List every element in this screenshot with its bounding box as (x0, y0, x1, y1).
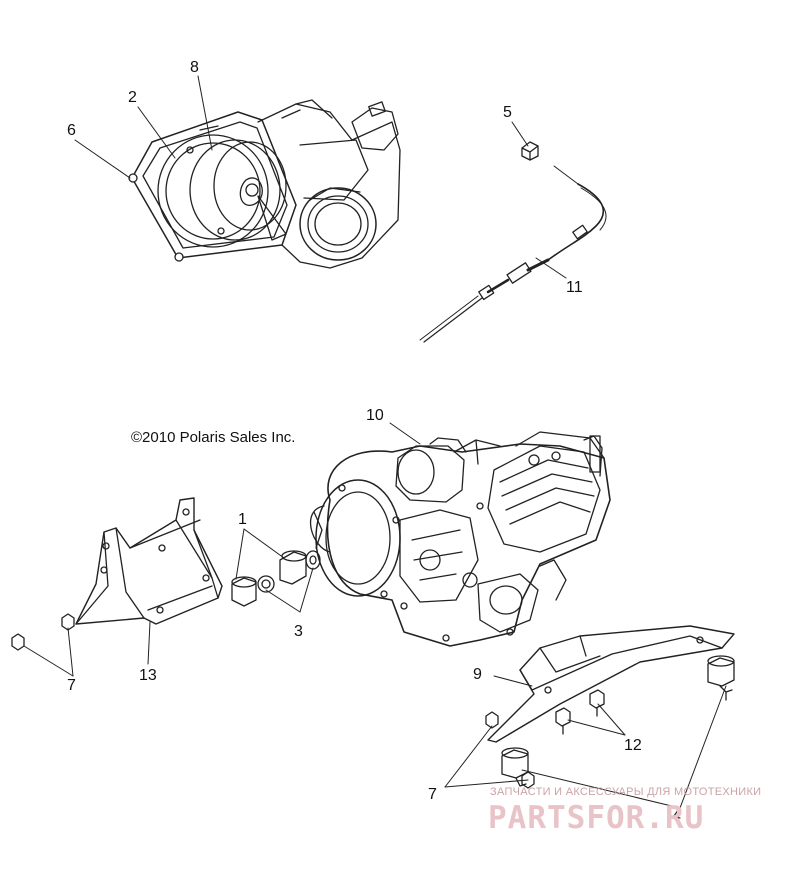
watermark-logo: PARTSFOR.RU (488, 800, 705, 836)
callout-6: 6 (67, 122, 76, 139)
callout-3: 3 (294, 623, 303, 640)
vent-cap (521, 141, 539, 161)
callout-4: 4 (672, 808, 681, 825)
throttle-outlet (299, 187, 377, 261)
callout-9: 9 (473, 666, 482, 683)
copyright-notice: ©2010 Polaris Sales Inc. (131, 429, 296, 446)
callout-10: 10 (366, 407, 384, 424)
callout-1: 1 (238, 511, 247, 528)
flange-gasket (142, 121, 288, 249)
rear-isolators (501, 655, 735, 787)
isolator-set (231, 550, 321, 607)
mount-bolts (555, 689, 605, 735)
callout-7-bottom: 7 (428, 786, 437, 803)
flange-bore (157, 134, 269, 248)
starter-motor (395, 445, 465, 503)
engine-assembly (309, 431, 611, 647)
watermark-tagline: ЗАПЧАСТИ И АКСЕССУАРЫ ДЛЯ МОТОТЕХНИКИ (490, 786, 762, 798)
callout-11: 11 (566, 279, 583, 296)
callout-5: 5 (503, 104, 512, 121)
callout-8: 8 (190, 59, 199, 76)
callout-13: 13 (139, 667, 157, 684)
engine-mount-bracket-front (75, 497, 223, 625)
throttle-flange-plate (131, 111, 297, 259)
tps-sensor (351, 107, 399, 151)
callout-7-left: 7 (67, 677, 76, 694)
callout-12: 12 (624, 737, 642, 754)
engine-cylinder (487, 445, 601, 553)
engine-mount-bracket-rear (487, 625, 735, 743)
leader-lines (23, 75, 727, 809)
throttle-body-assembly (128, 99, 401, 269)
callout-2: 2 (128, 89, 137, 106)
flange-nut-bottom (485, 711, 535, 789)
flange-nut-left (11, 613, 75, 651)
throttle-cable (419, 165, 607, 343)
engine-crankcase (326, 443, 611, 647)
